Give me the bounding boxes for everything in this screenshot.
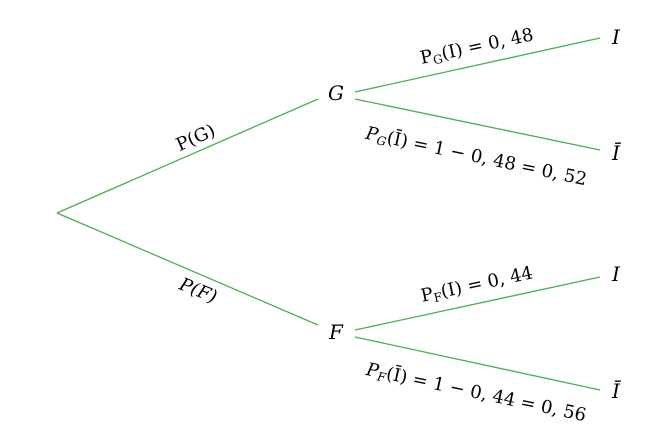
node-f: F <box>328 320 344 344</box>
label-pf-i: PF(I) = 0, 44 <box>419 263 535 308</box>
label-p-f: P(F) <box>175 274 220 308</box>
label-pg-not-i: PG(Ī) = 1 − 0, 48 = 0, 52 <box>362 121 589 192</box>
branch-f-i <box>354 276 601 331</box>
branch-g-not-i <box>354 98 601 151</box>
leaf-g-i: I <box>611 25 621 49</box>
label-pg-i: PG(I) = 0, 48 <box>418 24 535 69</box>
label-pf-not-i: PF(Ī) = 1 − 0, 44 = 0, 56 <box>363 357 588 427</box>
leaf-f-not-i: Ī <box>611 379 622 403</box>
leaf-g-not-i: Ī <box>611 141 622 165</box>
node-g: G <box>328 81 344 105</box>
branch-g-i <box>354 37 601 93</box>
label-p-g: P(G) <box>173 120 219 156</box>
branch-root-f <box>56 212 319 326</box>
branch-root-g <box>56 98 319 214</box>
leaf-f-i: I <box>611 262 621 286</box>
branch-f-not-i <box>354 336 601 391</box>
